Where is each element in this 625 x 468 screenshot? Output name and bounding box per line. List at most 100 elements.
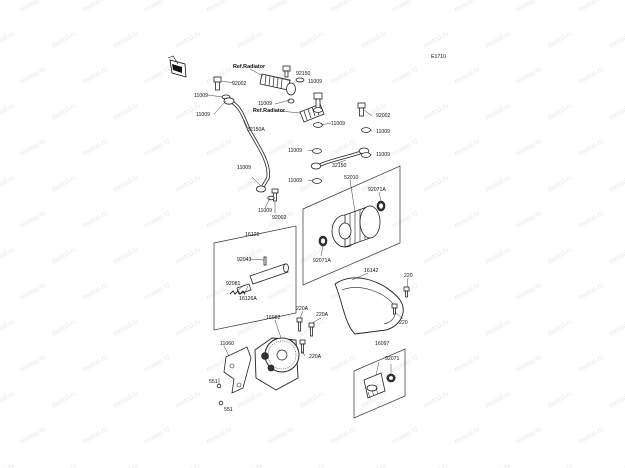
label-551-b: 551 [224,407,233,413]
watermark-text: motod.ru [485,174,513,194]
o-ring-92071A-left [318,235,328,247]
watermark-text: motod.ru [144,354,172,374]
watermark-text: motod.ru [20,354,48,374]
label-92071A-a: 92071A [368,187,386,193]
watermark-text: motod.ru [20,426,48,446]
watermark-text: motod.ru [113,318,141,338]
watermark-text: motod.ru [299,462,327,468]
watermark-text: motod.ru [144,138,172,158]
watermark-text: motod.ru [175,462,203,468]
watermark-text: motod.ru [454,354,482,374]
watermark-text: motod.ru [547,30,575,50]
watermark-text: motod.ru [423,318,451,338]
label-11009-d: 11009 [196,112,210,118]
watermark-text: motod.ru [20,0,48,14]
watermark-text: motod.ru [144,210,172,230]
oil-filter-52010 [331,205,381,248]
watermark-text: motod.ru [485,246,513,266]
watermark-text: motod.ru [392,426,420,446]
watermark-text: motod.ru [82,426,110,446]
watermark-text: motod.ru [578,210,606,230]
screw-551-upper [216,383,222,389]
label-92043: 92043 [237,257,252,263]
watermark-text: motod.ru [609,462,625,468]
label-ref-radiator-1: Ref.Radiator [233,64,266,70]
bracket-11060 [223,346,252,394]
strainer-16097 [363,372,386,399]
watermark-text: motod.ru [82,66,110,86]
watermark-text: motod.ru [268,282,296,302]
watermark-text: motod.ru [51,102,79,122]
label-220-a: 220 [404,273,413,279]
watermark-text: motod.ru [454,66,482,86]
label-11009-i: 11009 [288,178,302,184]
watermark-text: motod.ru [547,318,575,338]
washer-11009-right-2 [361,152,371,158]
spring-92081 [229,290,246,295]
watermark-text: motod.ru [51,30,79,50]
watermark-text: motod.ru [299,390,327,410]
watermark-text: motod.ru [237,390,265,410]
watermark-text: motod.ru [454,0,482,14]
label-92071A-b: 92071A [313,258,331,264]
watermark-text: motod.ru [20,66,48,86]
label-220A-b: 220A [316,312,329,318]
strainer-panel [353,348,406,419]
watermark-text: motod.ru [20,282,48,302]
watermark-text: motod.ru [0,174,16,194]
watermark-text: motod.ru [516,138,544,158]
watermark-text: motod.ru [485,102,513,122]
watermark-text: motod.ru [113,174,141,194]
watermark-text: motod.ru [175,174,203,194]
watermark-text: motod.ru [330,66,358,86]
label-16126A: 16126A [239,296,257,302]
watermark-text: motod.ru [392,138,420,158]
watermark-text: motod.ru [454,210,482,230]
watermark-text: motod.ru [516,210,544,230]
watermark-text: motod.ru [392,210,420,230]
bolt-220A-1 [296,317,303,332]
label-11009-h: 11009 [288,148,302,154]
watermark-text: motod.ru [578,66,606,86]
o-ring-92071A-right [376,200,386,212]
watermark-text: motod.ru [578,0,606,14]
watermark-text: motod.ru [0,102,16,122]
watermark-text: motod.ru [361,246,389,266]
watermark-text: motod.ru [392,66,420,86]
label-92002-a: 92002 [232,81,247,87]
watermark-text: motod.ru [454,426,482,446]
label-16082: 16082 [266,315,281,321]
oil-filter-panel [302,165,401,286]
front-direction-icon [167,55,187,78]
washer-11009-center-2 [312,148,322,154]
watermark-text: motod.ru [175,390,203,410]
watermark-text: motod.ru [423,246,451,266]
watermark-text: motod.ru [454,282,482,302]
watermark-text: motod.ru [0,390,16,410]
watermark-text: motod.ru [423,390,451,410]
watermark-text: motod.ru [144,426,172,446]
o-ring-92071 [386,373,396,383]
watermark-text: motod.ru [0,246,16,266]
watermark-text: motod.ru [144,66,172,86]
bolt-92150 [282,65,291,78]
label-16097: 16097 [375,341,390,347]
bolt-92002-right [357,102,366,117]
label-92150: 92150 [296,71,311,77]
watermark-text: motod.ru [51,246,79,266]
watermark-text: motod.ru [609,246,625,266]
watermark-text: motod.ru [485,462,513,468]
watermark-text: motod.ru [547,174,575,194]
leader-lines [207,68,409,406]
watermark-text: motod.ru [299,174,327,194]
watermark-text: motod.ru [175,246,203,266]
label-32150A: 32150A [247,127,265,133]
watermark-text: motod.ru [20,138,48,158]
watermark-text: motod.ru [547,102,575,122]
label-92081: 92081 [226,281,241,287]
watermark-text: motod.ru [361,462,389,468]
watermark-text: motod.ru [237,30,265,50]
label-11009-c: 11009 [258,101,272,107]
